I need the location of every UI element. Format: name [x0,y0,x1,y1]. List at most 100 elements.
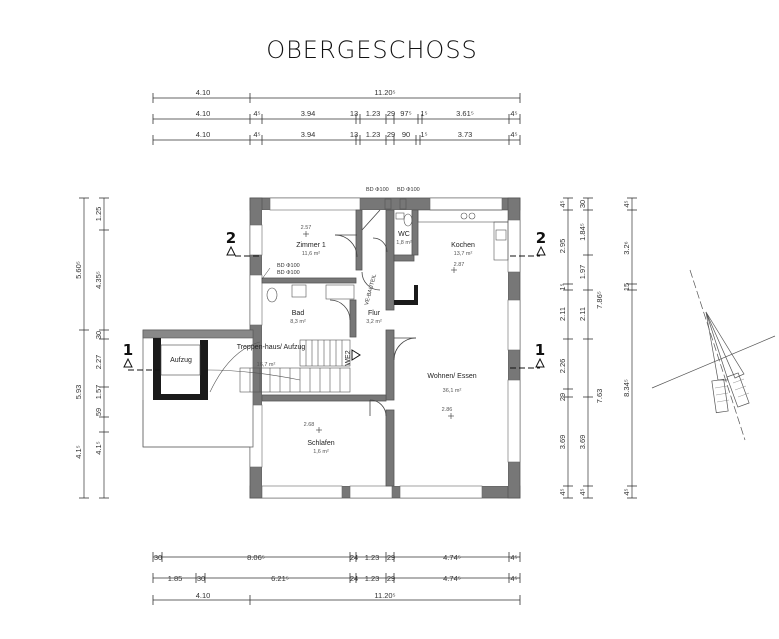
dim-left-2-1: 4.35⁵ [94,271,103,289]
dim-right-1-7: 4⁵ [558,488,567,495]
room-treppenhaus-area: 16,7 m² [257,362,276,368]
dim-bot-1-3: 1.23 [365,553,380,562]
dim-right-3-3: 8.34⁵ [622,379,631,397]
section-mark-2-right: 2 [536,229,546,247]
bottom-dimension-chains: 30 8.06⁵ 24 1.23 29 4.74⁵ 4⁵ 1.85 30 6.2… [152,552,521,605]
dim-right-1-0: 4⁵ [558,200,567,207]
door-swings [329,209,417,417]
room-wohnen-height: 2.86 [442,407,453,413]
dim-top-2-7: 1⁵ [420,109,427,118]
section-mark-1-left: 1 [123,341,133,359]
dim-top-1-0: 4.10 [196,88,211,97]
dim-bot-1-4: 29 [387,553,395,562]
duct-labels: BD Φ100 BD Φ100 BD Φ100 BD Φ100 [261,187,420,280]
dim-bot-1-5: 4.74⁵ [443,553,461,562]
dim-right-1-1: 2.95 [558,239,567,254]
room-zimmer1-area: 11,6 m² [302,251,320,257]
dim-top-3-7: 1⁵ [420,130,427,139]
dim-top-3-3: 13 [350,130,358,139]
dim-top-2-3: 13 [350,109,358,118]
dim-bot-2-1: 30 [197,574,205,583]
room-aufzug-name: Aufzug [170,357,192,364]
dim-left-2-2: 30 [94,331,103,339]
room-kochen-height: 2.87 [454,262,465,268]
dim-top-2-5: 29 [387,109,395,118]
left-dimension-chains: 5.60⁵ 5.93 4.1⁵ 1.25 4.35⁵ 30 2.27 1.57 … [74,197,109,499]
room-flur-name: Flur [368,310,381,317]
dim-right-2-1: 1.84⁵ [578,223,587,241]
duct-label-1: BD Φ100 [366,187,389,193]
dim-bot-2-0: 1.85 [168,574,183,583]
dim-right-2-3: 2.11 [578,307,587,321]
room-treppenhaus-name: Treppen-haus/ Aufzug [237,344,306,351]
dim-right-2-0: 30 [578,200,587,208]
section-markers: 2 2 1 1 [123,229,546,371]
dim-bot-3-1: 11.20⁵ [374,591,395,600]
dim-top-2-6: 97⁵ [400,109,411,118]
dim-bot-2-5: 29 [387,574,395,583]
room-kochen-name: Kochen [451,242,475,249]
fixtures [266,198,509,303]
room-wohnen-name: Wohnen/ Essen [427,373,476,380]
duct-label-3: BD Φ100 [277,263,300,269]
dim-right-3-4: 4⁵ [622,488,631,495]
dim-right-2-7: 4⁵ [578,488,587,495]
dim-right-2-5: 7.63 [595,389,604,404]
dim-right-1-6: 3.69 [558,435,567,450]
room-wc-area: 1,8 m² [396,240,412,246]
dim-top-2-2: 3.94 [301,109,316,118]
dim-right-1-5: 29 [558,393,567,401]
dim-top-3-0: 4.10 [196,130,211,139]
dim-left-2-0: 1.25 [94,207,103,222]
room-wc-name: WC [398,231,410,238]
we2-label: WE2 [345,350,352,365]
dim-top-3-5: 29 [387,130,395,139]
room-zimmer1-height: 2.57 [301,225,312,231]
dim-top-2-1: 4⁵ [253,109,260,118]
dim-bot-3-0: 4.10 [196,591,211,600]
duct-label-4: BD Φ100 [277,270,300,276]
duct-label-2: BD Φ100 [397,187,420,193]
dim-top-2-0: 4.10 [196,109,211,118]
room-schlafen-name: Schlafen [307,440,334,447]
dim-bot-2-2: 6.21⁵ [271,574,289,583]
dim-top-2-4: 1.23 [366,109,381,118]
dim-top-2-8: 3.61⁵ [456,109,474,118]
dim-left-2-5: 59 [94,408,103,416]
dim-top-1-1: 11.20⁵ [374,88,395,97]
dim-top-3-6: 90 [402,130,410,139]
dim-bot-1-1: 8.06⁵ [247,553,265,562]
dim-top-3-1: 4⁵ [253,130,260,139]
dim-bot-2-6: 4.74⁵ [443,574,461,583]
dim-bot-2-7: 4⁵ [510,574,517,583]
dim-left-2-6: 4.1⁵ [94,441,103,455]
dim-top-2-9: 4⁵ [510,109,517,118]
dim-top-3-2: 3.94 [301,130,316,139]
section-mark-2-left: 2 [226,229,236,247]
dim-right-1-2: 1⁵ [558,283,567,290]
room-flur-area: 3,2 m² [366,319,382,325]
dim-top-3-9: 4⁵ [510,130,517,139]
dim-left-2-4: 1.57 [94,385,103,400]
room-bad-name: Bad [292,310,305,317]
right-dimension-chains: 4⁵ 2.95 1⁵ 2.11 2.26 29 3.69 4⁵ 30 1.84⁵… [558,197,637,499]
dim-top-3-8: 3.73 [458,130,473,139]
room-labels: 2.57 Zimmer 1 11,6 m² WC 1,8 m² Kochen 1… [170,225,477,455]
room-zimmer1-name: Zimmer 1 [296,242,326,249]
section-mark-1-right: 1 [535,341,545,359]
dim-right-3-2: 15 [622,283,631,291]
dim-right-2-4: 7.86⁵ [595,291,604,309]
dim-bot-1-2: 24 [350,553,358,562]
stair-annex [142,329,351,448]
dim-bot-1-0: 30 [154,553,162,562]
dim-top-3-4: 1.23 [366,130,381,139]
dim-right-1-3: 2.11 [558,307,567,321]
room-wohnen-area: 36,1 m² [443,388,462,394]
room-schlafen-height: 2.68 [304,422,315,428]
dim-left-1-0: 5.60⁵ [74,261,83,279]
plan-title: OBERGESCHOSS [266,36,478,64]
dim-bot-1-6: 4⁵ [510,553,517,562]
dim-right-2-6: 3.69 [578,435,587,450]
dim-left-1-1: 5.93 [74,385,83,400]
